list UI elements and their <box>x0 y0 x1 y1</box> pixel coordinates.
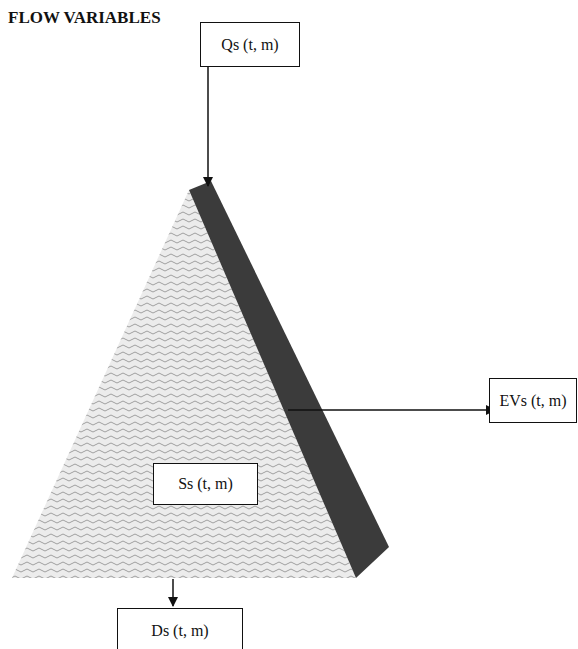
variable-box: Qs (t, m) <box>200 22 300 67</box>
variable-box: Ss (t, m) <box>153 463 258 505</box>
variable-box: EVs (t, m) <box>489 378 577 423</box>
variable-label: Ds (t, m) <box>151 622 208 640</box>
variable-label: Ss (t, m) <box>178 475 233 493</box>
evaporation-arrow <box>288 409 495 411</box>
variable-label: Qs (t, m) <box>221 36 278 54</box>
outflow-arrow <box>172 579 174 606</box>
variable-label: EVs (t, m) <box>499 392 566 410</box>
evaporation-band <box>189 181 389 578</box>
variable-box: Ds (t, m) <box>117 608 243 649</box>
diagram-title: FLOW VARIABLES <box>8 8 161 28</box>
inflow-arrow <box>207 67 209 186</box>
